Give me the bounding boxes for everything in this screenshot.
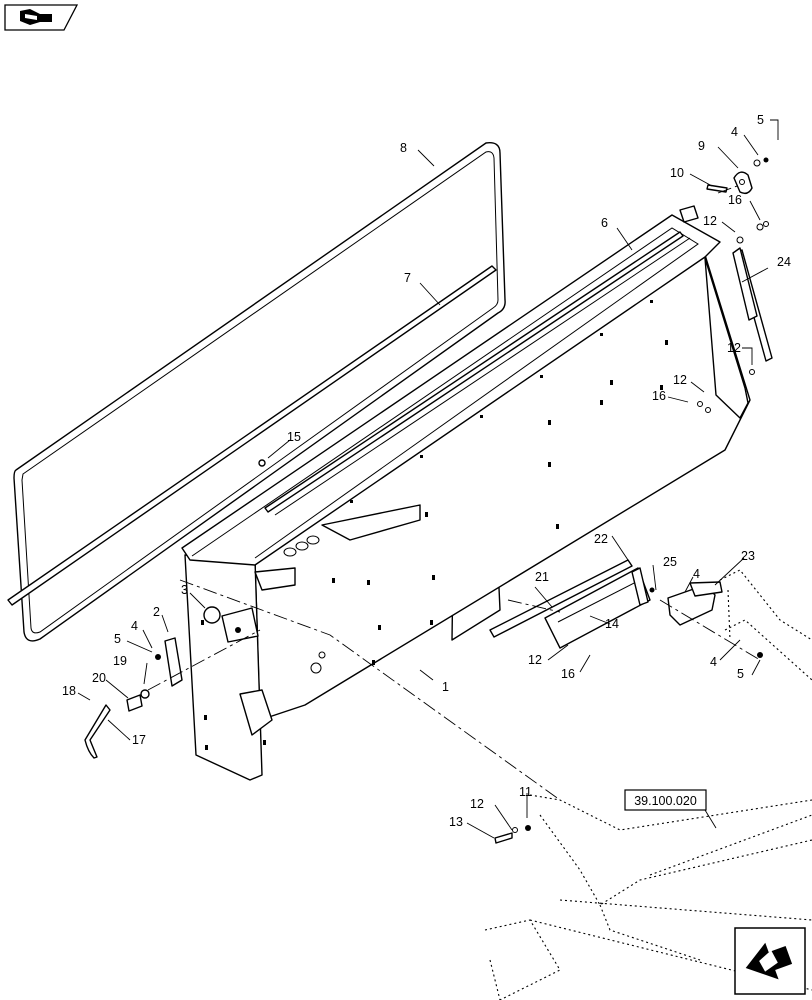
callout-12a: 12	[703, 214, 717, 228]
callout-12e: 12	[470, 797, 484, 811]
callout-16c: 16	[561, 667, 575, 681]
callout-12d: 12	[528, 653, 542, 667]
lock-assembly-part-23	[649, 581, 723, 626]
hinge-bracket-part-9	[733, 171, 753, 195]
callout-21: 21	[535, 570, 549, 584]
callout-2: 2	[153, 605, 160, 619]
callout-6: 6	[601, 216, 608, 230]
callout-17: 17	[132, 733, 146, 747]
callout-3: 3	[181, 583, 188, 597]
callout-10: 10	[670, 166, 684, 180]
callout-11: 11	[519, 785, 532, 799]
callout-18: 18	[62, 684, 76, 698]
callout-12c: 12	[673, 373, 687, 387]
callout-22: 22	[594, 532, 608, 546]
callout-24: 24	[777, 255, 791, 269]
hardware-fasteners	[258, 157, 769, 467]
callout-20: 20	[92, 671, 106, 685]
reference-box[interactable]: 39.100.020	[624, 789, 717, 829]
callout-5c: 5	[114, 632, 121, 646]
callout-1: 1	[442, 680, 449, 694]
callout-19: 19	[113, 654, 127, 668]
callout-9: 9	[698, 139, 705, 153]
callout-12b: 12	[727, 341, 741, 355]
rod-part-21	[489, 559, 633, 638]
callout-7: 7	[404, 271, 411, 285]
callout-4a: 4	[731, 125, 738, 139]
callout-5b: 5	[737, 667, 744, 681]
callout-4c: 4	[710, 655, 717, 669]
reference-label: 39.100.020	[634, 794, 697, 808]
right-mount-plate	[719, 569, 812, 681]
parts-catalog-nav-icon[interactable]	[4, 4, 79, 31]
callout-14: 14	[605, 617, 619, 631]
callout-16a: 16	[728, 193, 742, 207]
callout-16b: 16	[652, 389, 666, 403]
glass-strip-part-7	[7, 265, 497, 606]
callout-23: 23	[741, 549, 755, 563]
next-page-arrow-icon[interactable]	[734, 927, 806, 995]
alignment-lines	[147, 184, 761, 801]
callout-15: 15	[287, 430, 301, 444]
callout-25: 25	[663, 555, 677, 569]
callout-labels: 8 7 6 24 9 10 4 5 16 12 12 12 16 15 22 2…	[62, 113, 791, 829]
bracket-part-14	[544, 567, 651, 649]
callout-5a: 5	[757, 113, 764, 127]
callout-4d: 4	[131, 619, 138, 633]
gas-strut-part-24	[732, 247, 773, 362]
leader-lines	[77, 119, 779, 839]
callout-13: 13	[449, 815, 463, 829]
lower-frame-reference	[484, 794, 812, 1000]
callout-8: 8	[400, 141, 407, 155]
callout-4b: 4	[693, 567, 700, 581]
